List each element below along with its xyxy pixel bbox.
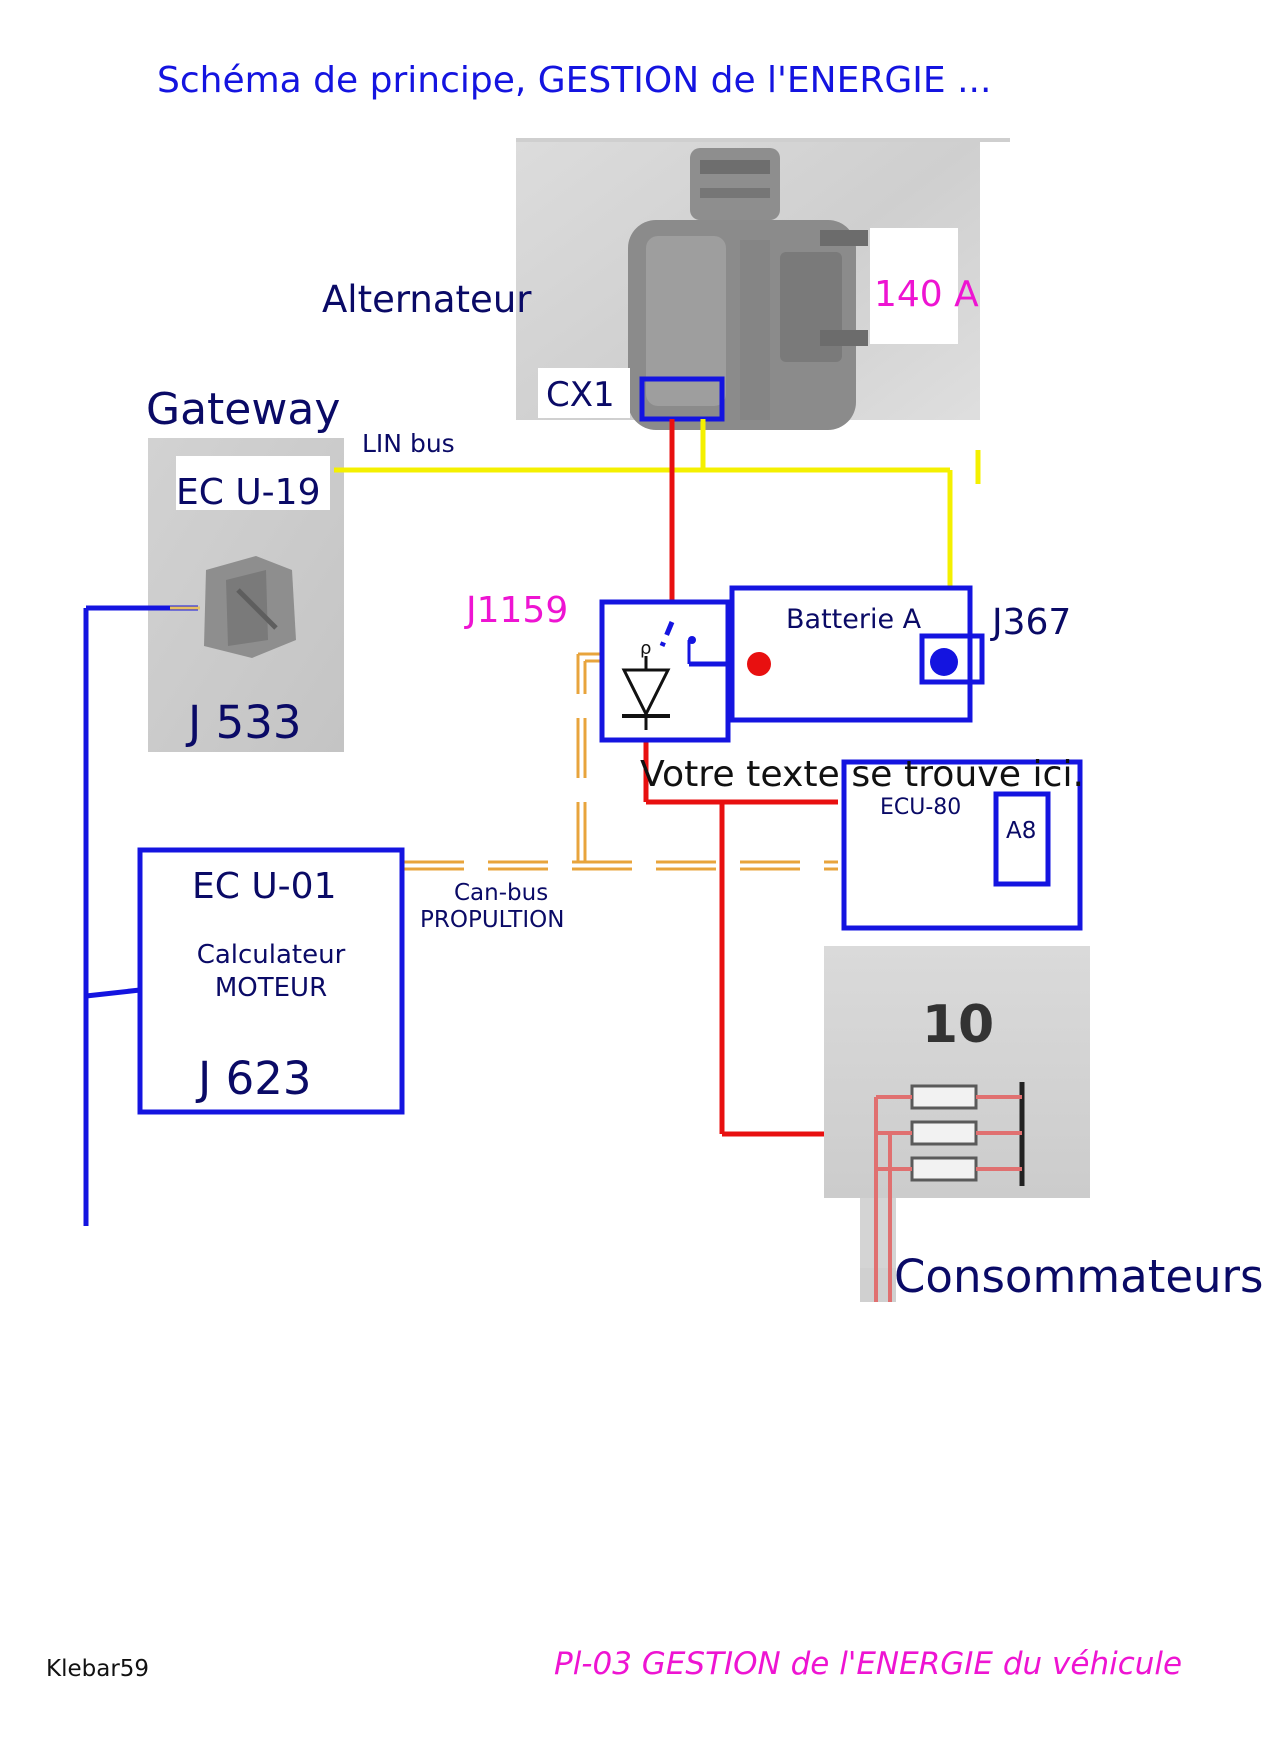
- cx1-label-card: [538, 368, 630, 418]
- can-bus-label-2: PROPULTION: [420, 907, 564, 933]
- diagram-title: Schéma de principe, GESTION de l'ENERGIE…: [157, 60, 991, 101]
- diode-icon: [621, 656, 671, 730]
- placeholder-text: Votre texte se trouve ici.: [640, 754, 1084, 795]
- footer-author: Klebar59: [46, 1656, 149, 1682]
- ecu80-label: ECU-80: [880, 795, 961, 820]
- cx1-connector: [639, 376, 725, 422]
- battery-box: [729, 585, 973, 723]
- ecu80-box: [841, 759, 1083, 931]
- battery-sensor-terminal: [930, 648, 958, 676]
- battery-positive-terminal: [747, 652, 771, 676]
- footer-caption: Pl-03 GESTION de l'ENERGIE du véhicule: [554, 1646, 1182, 1682]
- gateway-ecu-label: EC U-19: [176, 472, 320, 513]
- alternator-rating: 140 A: [874, 274, 979, 315]
- can-bus-wire: [404, 652, 838, 871]
- fuse-block-photo: [824, 946, 1090, 1302]
- engine-ecu-box: [137, 847, 405, 1115]
- gateway-heading: Gateway: [146, 384, 340, 435]
- lin-bus-label: LIN bus: [362, 429, 455, 458]
- can-bus-label-1: Can-bus: [454, 880, 548, 906]
- gateway-code: J 533: [185, 696, 301, 749]
- ecu80-a8-box: [993, 791, 1051, 887]
- engine-ecu-line1: Calculateur: [197, 940, 346, 970]
- battery-sensor-code: J367: [990, 602, 1071, 643]
- engine-ecu-code: J 623: [195, 1052, 311, 1105]
- battery-label: Batterie A: [786, 604, 922, 635]
- cx1-label: CX1: [546, 375, 615, 415]
- relay-contact-label: ρ: [640, 638, 651, 659]
- ecu80-a8-label: A8: [1006, 818, 1036, 844]
- engine-ecu-label: EC U-01: [192, 866, 336, 907]
- battery-sensor-box: [919, 633, 985, 685]
- engine-ecu-line2: MOTEUR: [215, 973, 327, 1003]
- fuse-number: 10: [922, 995, 994, 1055]
- relay-code: J1159: [464, 590, 568, 631]
- alternator-label: Alternateur: [322, 278, 532, 321]
- gateway-module-photo: [148, 438, 344, 752]
- consumers-label: Consommateurs: [894, 1250, 1264, 1303]
